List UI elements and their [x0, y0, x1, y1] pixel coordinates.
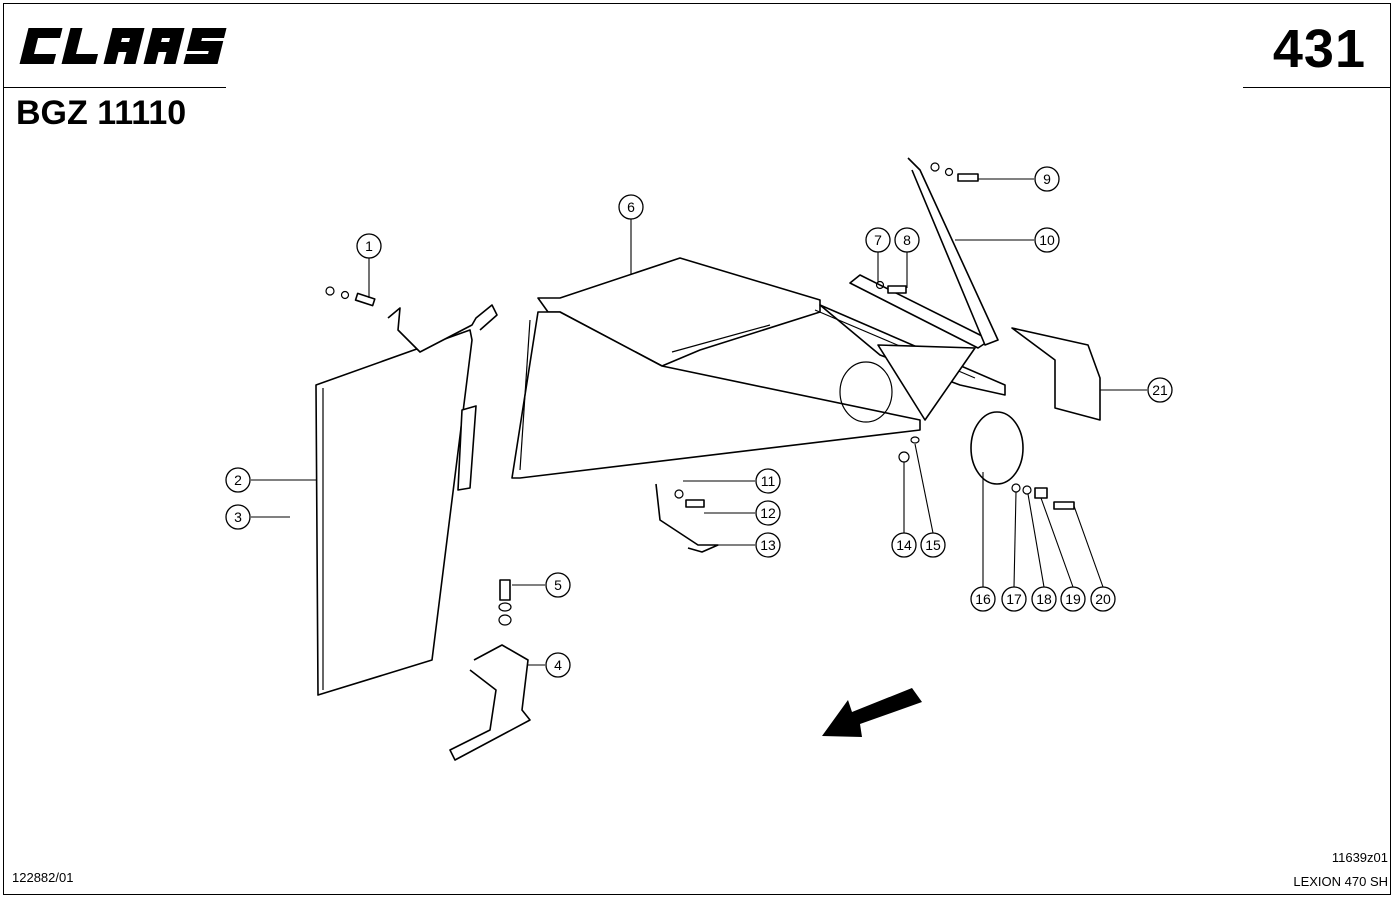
callout-2: 2 — [225, 467, 251, 493]
callout-leaders — [251, 178, 1147, 666]
hood-cover-part — [511, 257, 1006, 479]
svg-text:18: 18 — [1036, 591, 1052, 607]
support-rod-part — [849, 157, 999, 349]
svg-text:6: 6 — [627, 199, 635, 215]
svg-text:14: 14 — [896, 537, 912, 553]
deflector-part — [1011, 327, 1101, 421]
svg-text:16: 16 — [975, 591, 991, 607]
svg-text:8: 8 — [903, 232, 911, 248]
callout-6: 6 — [618, 194, 644, 220]
callout-3: 3 — [225, 504, 251, 530]
callout-18: 18 — [1031, 586, 1057, 612]
lower-mount-part — [449, 579, 531, 761]
callout-5: 5 — [545, 572, 571, 598]
svg-text:21: 21 — [1152, 382, 1168, 398]
svg-text:19: 19 — [1065, 591, 1081, 607]
page-border — [3, 3, 1391, 895]
svg-text:4: 4 — [554, 657, 562, 673]
callout-14: 14 — [891, 532, 917, 558]
svg-text:13: 13 — [760, 537, 776, 553]
callout-21: 21 — [1147, 377, 1173, 403]
machine-model: LEXION 470 SH — [1293, 874, 1388, 889]
callout-8: 8 — [894, 227, 920, 253]
svg-text:11: 11 — [761, 473, 776, 489]
callout-15: 15 — [920, 532, 946, 558]
cover-disc-part — [970, 411, 1075, 510]
page-number: 431 — [1272, 19, 1366, 79]
claas-logo — [19, 28, 227, 64]
side-panel-part — [315, 329, 477, 696]
direction-arrow — [822, 688, 922, 737]
upper-bracket-part — [325, 286, 498, 353]
callout-10: 10 — [1034, 227, 1060, 253]
svg-text:7: 7 — [874, 232, 882, 248]
svg-text:9: 9 — [1043, 171, 1051, 187]
callout-1: 1 — [356, 233, 382, 259]
svg-text:15: 15 — [925, 537, 941, 553]
catalog-reference: 122882/01 — [12, 870, 74, 885]
callout-11: 11 — [755, 468, 781, 494]
svg-text:2: 2 — [234, 472, 242, 488]
header-rule-right — [1243, 87, 1391, 88]
svg-text:3: 3 — [234, 509, 242, 525]
callout-9: 9 — [1034, 166, 1060, 192]
document-code: BGZ 11110 — [16, 94, 187, 132]
callout-16: 16 — [970, 586, 996, 612]
svg-text:10: 10 — [1039, 232, 1055, 248]
header-rule-left — [3, 87, 226, 88]
drawing-reference: 11639z01 — [1331, 850, 1388, 865]
callout-19: 19 — [1060, 586, 1086, 612]
callout-12: 12 — [755, 500, 781, 526]
callout-7: 7 — [865, 227, 891, 253]
callout-13: 13 — [755, 532, 781, 558]
svg-text:1: 1 — [365, 238, 373, 254]
svg-text:17: 17 — [1006, 591, 1022, 607]
svg-text:12: 12 — [760, 505, 776, 521]
svg-text:20: 20 — [1095, 591, 1111, 607]
small-bracket-part — [655, 483, 719, 553]
svg-text:5: 5 — [554, 577, 562, 593]
callout-20: 20 — [1090, 586, 1116, 612]
callout-17: 17 — [1001, 586, 1027, 612]
callout-4: 4 — [545, 652, 571, 678]
